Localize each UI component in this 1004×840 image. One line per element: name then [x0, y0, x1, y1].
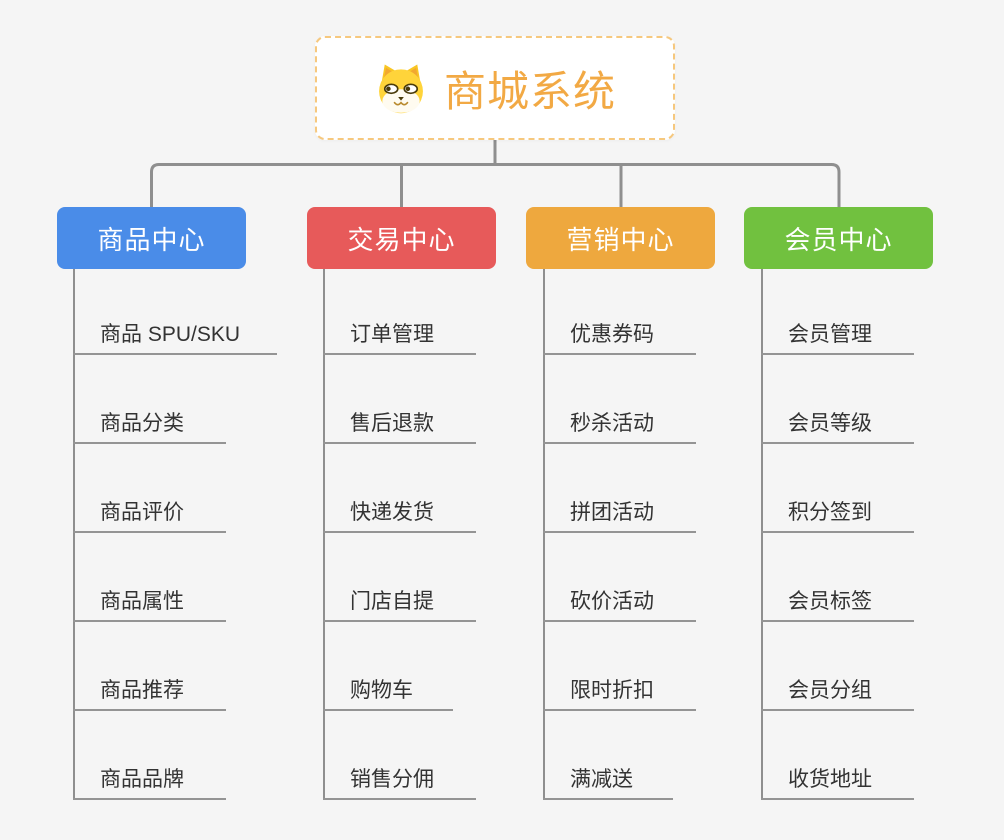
leaf-node-shopping-cart[interactable]: 购物车 [323, 674, 453, 711]
leaf-node-member-tag[interactable]: 会员标签 [761, 585, 914, 622]
branch-label: 营销中心 [566, 224, 675, 255]
leaf-node-group-buy[interactable]: 拼团活动 [543, 496, 696, 533]
leaf-node-product-review[interactable]: 商品评价 [73, 496, 226, 533]
leaf-node-express-delivery[interactable]: 快递发货 [323, 496, 476, 533]
leaf-node-product-attribute[interactable]: 商品属性 [73, 585, 226, 622]
branch-label: 商品中心 [97, 224, 206, 255]
leaf-node-product-spu-sku[interactable]: 商品 SPU/SKU [73, 318, 277, 355]
leaf-node-full-reduction[interactable]: 满减送 [543, 763, 673, 800]
leaf-node-order-management[interactable]: 订单管理 [323, 318, 476, 355]
branch-node-trade-center[interactable]: 交易中心 [307, 207, 496, 269]
leaf-node-coupon-code[interactable]: 优惠券码 [543, 318, 696, 355]
root-node[interactable]: 商城系统 [315, 36, 675, 140]
leaf-node-shipping-address[interactable]: 收货地址 [761, 763, 914, 800]
leaf-node-product-category[interactable]: 商品分类 [73, 407, 226, 444]
leaf-node-bargain-activity[interactable]: 砍价活动 [543, 585, 696, 622]
leaf-node-flash-sale[interactable]: 秒杀活动 [543, 407, 696, 444]
leaf-node-member-level[interactable]: 会员等级 [761, 407, 914, 444]
leaf-node-product-brand[interactable]: 商品品牌 [73, 763, 226, 800]
branch-label: 会员中心 [784, 224, 893, 255]
branch-node-marketing-center[interactable]: 营销中心 [526, 207, 715, 269]
leaf-node-points-checkin[interactable]: 积分签到 [761, 496, 914, 533]
leaf-node-member-management[interactable]: 会员管理 [761, 318, 914, 355]
leaf-node-store-pickup[interactable]: 门店自提 [323, 585, 476, 622]
branch-node-member-center[interactable]: 会员中心 [744, 207, 933, 269]
leaf-node-sales-commission[interactable]: 销售分佣 [323, 763, 476, 800]
root-node-title: 商城系统 [443, 67, 616, 115]
dog-face-icon [379, 64, 423, 114]
branch-label: 交易中心 [347, 224, 456, 255]
leaf-node-product-recommend[interactable]: 商品推荐 [73, 674, 226, 711]
leaf-node-after-sale-refund[interactable]: 售后退款 [323, 407, 476, 444]
leaf-node-limited-time-discount[interactable]: 限时折扣 [543, 674, 696, 711]
leaf-node-member-group[interactable]: 会员分组 [761, 674, 914, 711]
branch-node-product-center[interactable]: 商品中心 [57, 207, 246, 269]
